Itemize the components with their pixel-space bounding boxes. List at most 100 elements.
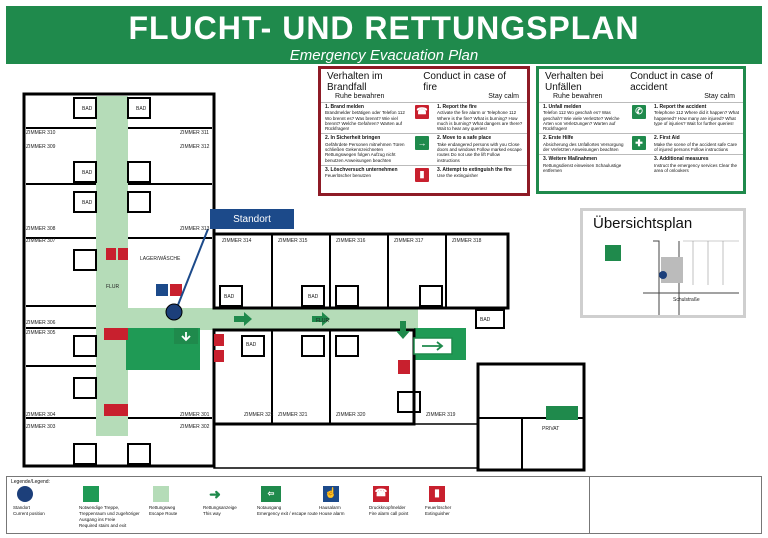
assembly-point-icon: [605, 245, 621, 261]
arrow-right-icon: ➜: [209, 486, 221, 502]
label-bad: BAD: [136, 106, 147, 112]
phone-icon: ✆: [632, 105, 646, 119]
accident-row-title-de: 3. Weitere Maßnahmen: [543, 156, 598, 163]
accident-row-title-en: 3. Additional measures: [654, 156, 709, 163]
standort-callout: Standort: [210, 209, 294, 229]
legend-label-de: Rettungsanzeige: [203, 505, 237, 510]
label-z319: ZIMMER 319: [426, 412, 456, 418]
label-z312: ZIMMER 312: [180, 144, 210, 150]
legend-item: Rettungsweg Escape Route: [149, 486, 209, 517]
position-dot-icon: [659, 271, 667, 279]
legend-label-en: Emergency exit / escape route: [257, 511, 318, 516]
label-z311: ZIMMER 311: [180, 130, 209, 136]
label-z307: ZIMMER 307: [26, 238, 56, 244]
legend-label-en: Extinguisher: [425, 511, 450, 516]
accident-calm-en: Stay calm: [704, 93, 735, 100]
legend-label-de: Druckknopfmelder: [369, 505, 406, 510]
accident-row-text-en: Telephone 112 Where did it happen? What …: [654, 110, 739, 126]
overview-building: [661, 257, 683, 283]
accident-calm-de: Ruhe bewahren: [553, 93, 603, 100]
escape-route-icon: [153, 486, 169, 502]
escape-arrows: [234, 312, 410, 339]
legend-label-en: Fire alarm call point: [369, 511, 409, 516]
label-bad: BAD: [82, 170, 93, 176]
accident-row-text-de: Rettungsdienst einweisen Schaulustige en…: [543, 162, 622, 173]
fire-row-text-de: Feuerlöscher benutzen: [325, 173, 372, 179]
accident-row-title-en: 2. First Aid: [654, 135, 680, 142]
label-bad: BAD: [308, 294, 319, 300]
accident-title-en: Conduct in case of accident: [630, 71, 713, 93]
legend-label-de: Rettungsweg: [149, 505, 176, 510]
position-dot-icon: [17, 486, 33, 502]
label-z303: ZIMMER 303: [26, 424, 56, 430]
label-lager: LAGER/WÄSCHE: [140, 255, 181, 262]
label-z320: ZIMMER 320: [336, 412, 366, 418]
label-z301: ZIMMER 301: [180, 412, 210, 418]
fire-row-text-en: Use the extinguisher: [437, 173, 479, 179]
house-alarm-icon: [156, 284, 168, 296]
center-north-block: [212, 232, 510, 310]
legend-label-en: Current position: [13, 511, 45, 516]
position-dot-icon: [165, 303, 183, 321]
label-flur: FLUR: [106, 284, 119, 290]
overview-site-plan: Schulstraße: [605, 240, 739, 315]
legend-label-de: Standort: [13, 505, 31, 510]
label-flur: FLUR: [316, 318, 329, 324]
extinguisher-icon: ▮: [429, 486, 445, 502]
fire-calm-de: Ruhe bewahren: [335, 93, 385, 100]
label-bad: BAD: [224, 294, 235, 300]
accident-row-title-de: 1. Unfall melden: [543, 104, 582, 110]
center-south-block: [212, 328, 416, 426]
label-z322: ZIMMER 322: [244, 412, 274, 418]
label-z302: ZIMMER 302: [180, 424, 210, 430]
legend-title: Legende/Legend:: [11, 479, 50, 485]
accident-row-text-de: Absicherung des Unfallortes Versorgung d…: [543, 141, 624, 153]
label-z305: ZIMMER 305: [26, 330, 56, 336]
accident-row-title-de: 2. Erste Hilfe: [543, 135, 574, 142]
fire-row-title-en: 2. Move to a safe place: [437, 135, 492, 142]
label-z321: ZIMMER 321: [278, 412, 308, 418]
call-point-icon: ☎: [373, 486, 389, 502]
fire-title-en: Conduct in case of fire: [423, 71, 507, 93]
house-alarm-icon: ☝: [323, 486, 339, 502]
legend-label-en: Required stairs and exit: [79, 523, 127, 528]
label-z315: ZIMMER 315: [278, 238, 308, 244]
fire-title-de: Verhalten im Brandfall: [327, 71, 383, 93]
accident-title-de: Verhalten bei Unfällen: [545, 71, 604, 93]
label-z309: ZIMMER 309: [26, 144, 56, 150]
stairs-square-icon: [83, 486, 99, 502]
plan-subtitle: Emergency Evacuation Plan: [289, 47, 479, 64]
accident-row-text-de: Telefon 112 Wo geschah es? Was geschah? …: [543, 110, 620, 132]
left-rooms: [26, 97, 212, 465]
label-bad: BAD: [82, 200, 93, 206]
label-bad: BAD: [480, 317, 491, 323]
legend-item: ⇦ Notausgang Emergency exit / escape rou…: [257, 486, 327, 517]
label-z310: ZIMMER 310: [26, 130, 56, 136]
label-bad: BAD: [82, 106, 93, 112]
label-z306: ZIMMER 306: [26, 320, 56, 326]
first-aid-icon: ✚: [632, 136, 646, 151]
label-z314: ZIMMER 314: [222, 238, 252, 244]
exit-sign-icon: [174, 328, 578, 420]
legend-label-en: House alarm: [319, 511, 345, 516]
fire-row-title-en: 3. Attempt to extinguish the fire: [437, 166, 512, 173]
label-privat: PRIVAT: [542, 426, 559, 432]
label-z304: ZIMMER 304: [26, 412, 56, 418]
legend-divider: [589, 477, 590, 533]
legend-label-de: Notwendige Treppe, Treppenraum und zugeh…: [79, 505, 140, 522]
fire-row-text-de: Gefährdete Personen mitnehmen Türen schl…: [325, 141, 405, 163]
label-bad: BAD: [246, 342, 257, 348]
escape-route-vertical: [96, 96, 128, 436]
exit-sign-icon: ⇦: [261, 486, 281, 502]
legend-item: ☝ Hausalarm House alarm: [319, 486, 379, 517]
legend-item: ☎ Druckknopfmelder Fire alarm call point: [369, 486, 429, 517]
legend-label-en: This way: [203, 511, 221, 516]
legend-item: Standort Current position: [13, 486, 73, 517]
fire-equipment: [104, 248, 410, 416]
exit-arrow-icon: →: [415, 136, 429, 151]
legend-label-de: Hausalarm: [319, 505, 341, 510]
